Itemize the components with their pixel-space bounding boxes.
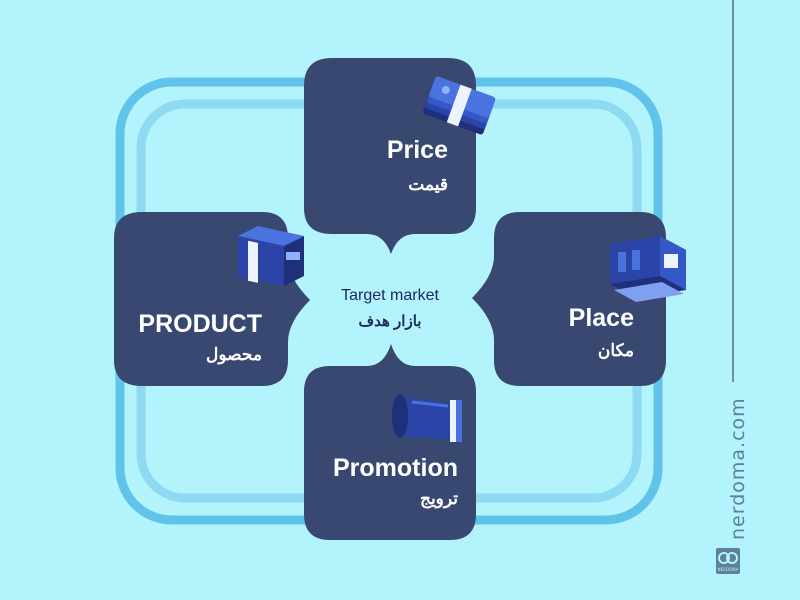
money-stack-icon [423,76,496,135]
price-title: Price [387,136,448,164]
box-icon [238,226,304,286]
megaphone-icon [392,394,462,442]
brand-logo: NERDOMA [716,548,740,574]
price-subtitle: قیمت [408,175,448,194]
place-title: Place [569,304,634,332]
brand-logo-caption: NERDOMA [718,567,739,572]
center-label-fa: بازار هدف [359,313,422,330]
product-subtitle: محصول [206,345,262,365]
product-title: PRODUCT [138,310,262,338]
store-icon [610,236,686,302]
place-subtitle: مکان [598,341,634,360]
center-label-en: Target market [341,287,439,304]
promotion-card [304,344,476,540]
brand-site-text: nerdoma.com [727,397,749,540]
promotion-title: Promotion [333,454,458,482]
promotion-subtitle: ترویج [420,489,458,509]
